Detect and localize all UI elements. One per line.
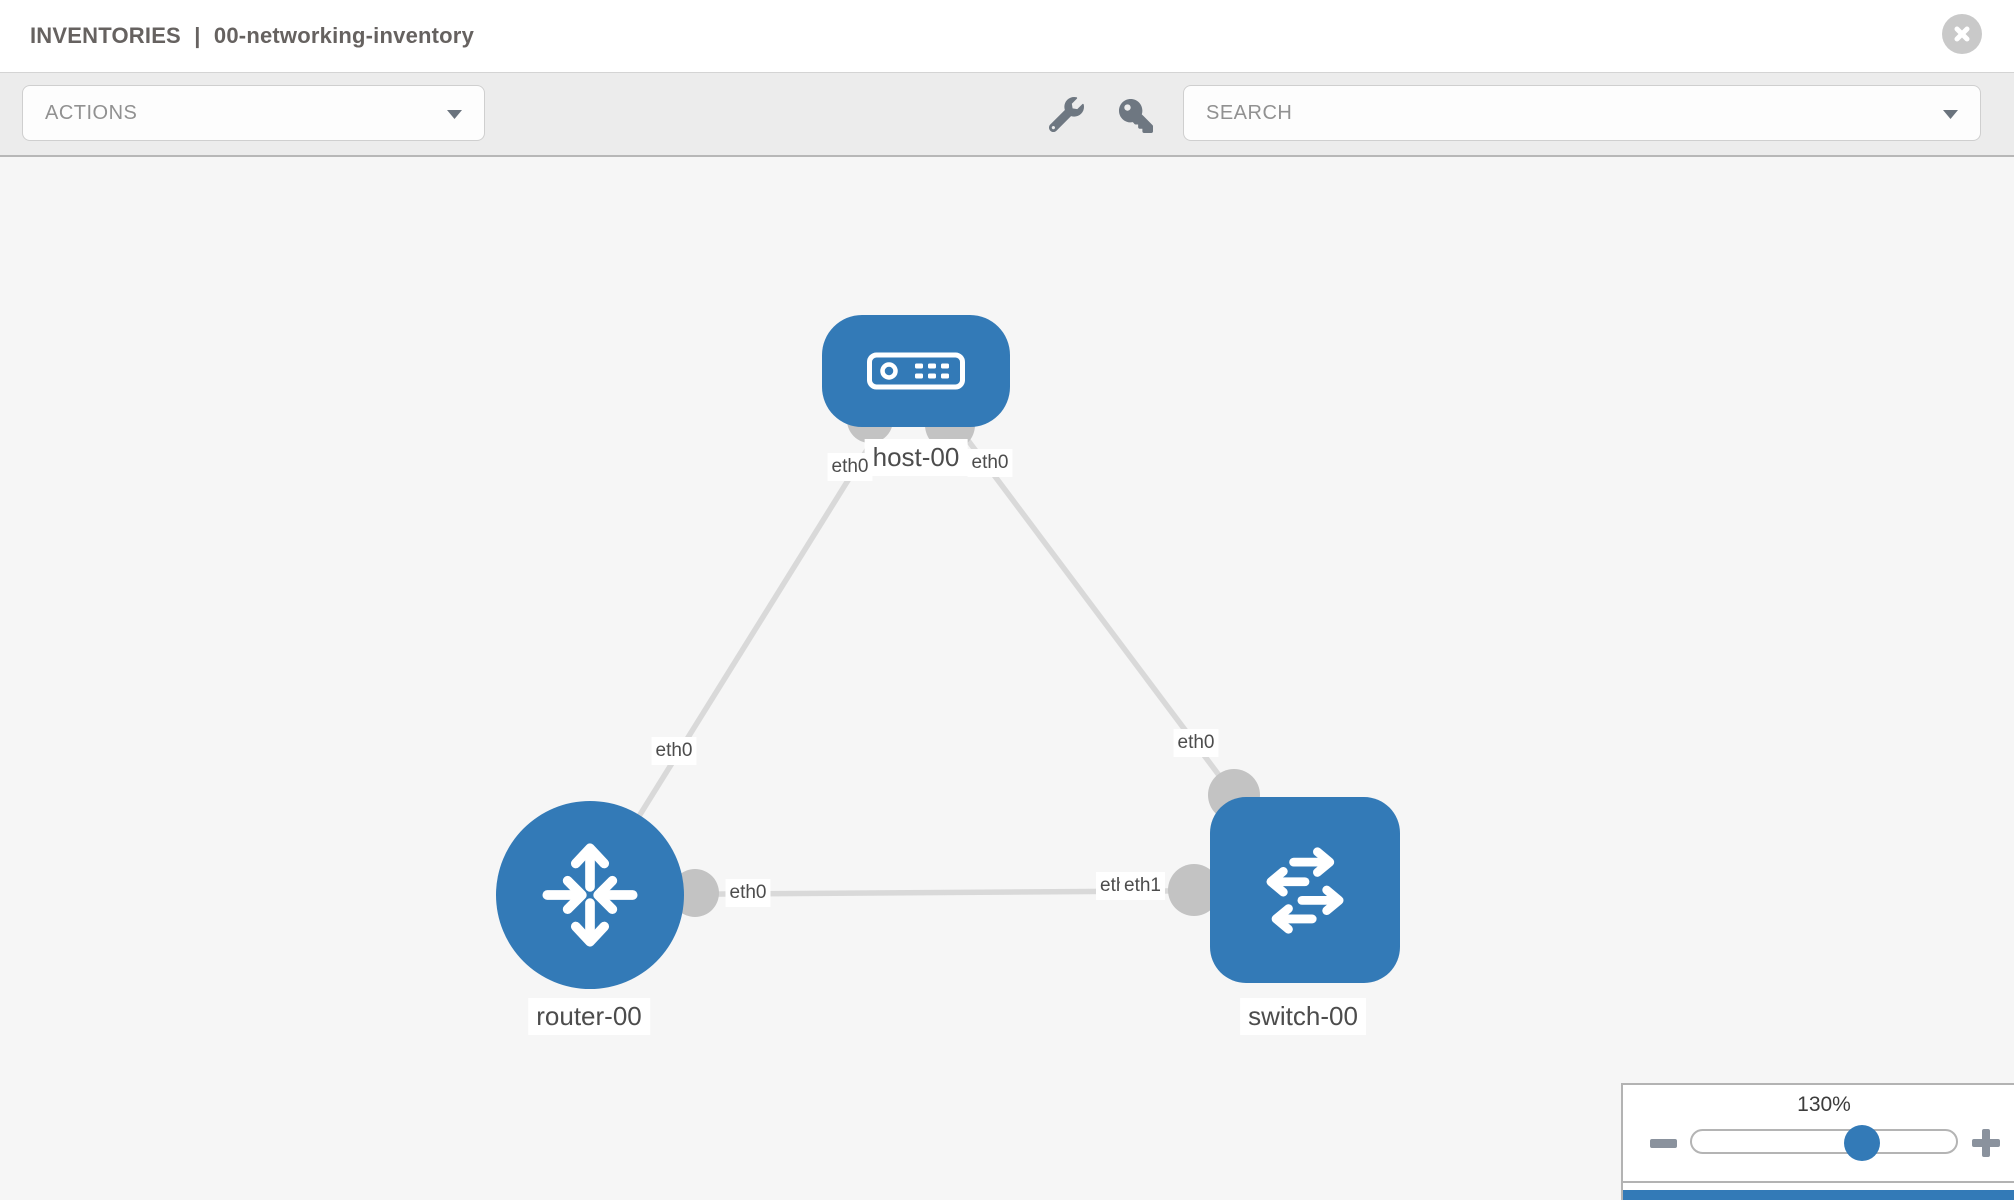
zoom-in-button[interactable]	[1972, 1129, 2000, 1157]
router-icon	[542, 843, 638, 947]
close-button[interactable]	[1942, 14, 1982, 54]
breadcrumb-section: INVENTORIES	[30, 23, 181, 48]
links-layer	[587, 369, 1308, 917]
tools-button[interactable]	[1047, 95, 1085, 133]
search-dropdown-placeholder: SEARCH	[1206, 101, 1293, 124]
caret-down-icon	[1943, 110, 1958, 119]
topology-canvas[interactable]: host-00 router-00 switch-00 eth0 eth0 et…	[0, 157, 2014, 1200]
zoom-panel: 130%	[1621, 1083, 2014, 1200]
page-header: INVENTORIES | 00-networking-inventory	[0, 0, 2014, 73]
actions-dropdown-label: ACTIONS	[45, 101, 138, 124]
zoom-level: 130%	[1797, 1093, 1851, 1116]
zoom-slider-track[interactable]	[1690, 1129, 1958, 1154]
interface-label: eth0	[1173, 729, 1219, 757]
node-switch-00[interactable]	[1210, 797, 1400, 983]
node-label-host: host-00	[864, 439, 968, 476]
wrench-icon	[1048, 96, 1084, 132]
actions-dropdown[interactable]: ACTIONS	[22, 85, 485, 141]
bottom-blue-bar	[1623, 1190, 2014, 1200]
breadcrumb-item: 00-networking-inventory	[213, 23, 475, 48]
key-icon	[1119, 99, 1153, 133]
zoom-controls: 130%	[1623, 1085, 2014, 1183]
zoom-out-button[interactable]	[1650, 1139, 1677, 1148]
interface-label: eth0	[827, 453, 873, 481]
node-label-switch: switch-00	[1240, 998, 1366, 1035]
interface-label: eth0	[651, 737, 697, 765]
switch-icon	[1266, 847, 1344, 934]
interface-label: eth0	[967, 449, 1013, 477]
interface-label: eth0	[725, 879, 771, 907]
node-label-router: router-00	[528, 998, 650, 1035]
node-host-00[interactable]	[822, 315, 1010, 427]
close-icon	[1954, 26, 1970, 42]
toolbar: ACTIONS SEARCH	[0, 73, 2014, 157]
link-endpoint	[1168, 864, 1220, 916]
zoom-slider-knob[interactable]	[1844, 1125, 1880, 1161]
key-button[interactable]	[1117, 97, 1155, 135]
breadcrumb-separator: |	[194, 23, 201, 48]
node-router-00[interactable]	[496, 801, 684, 989]
interface-label: eth1	[1120, 872, 1165, 900]
page-title: INVENTORIES | 00-networking-inventory	[30, 23, 474, 49]
host-icon	[867, 352, 965, 390]
search-dropdown[interactable]: SEARCH	[1183, 85, 1981, 141]
caret-down-icon	[447, 110, 462, 119]
